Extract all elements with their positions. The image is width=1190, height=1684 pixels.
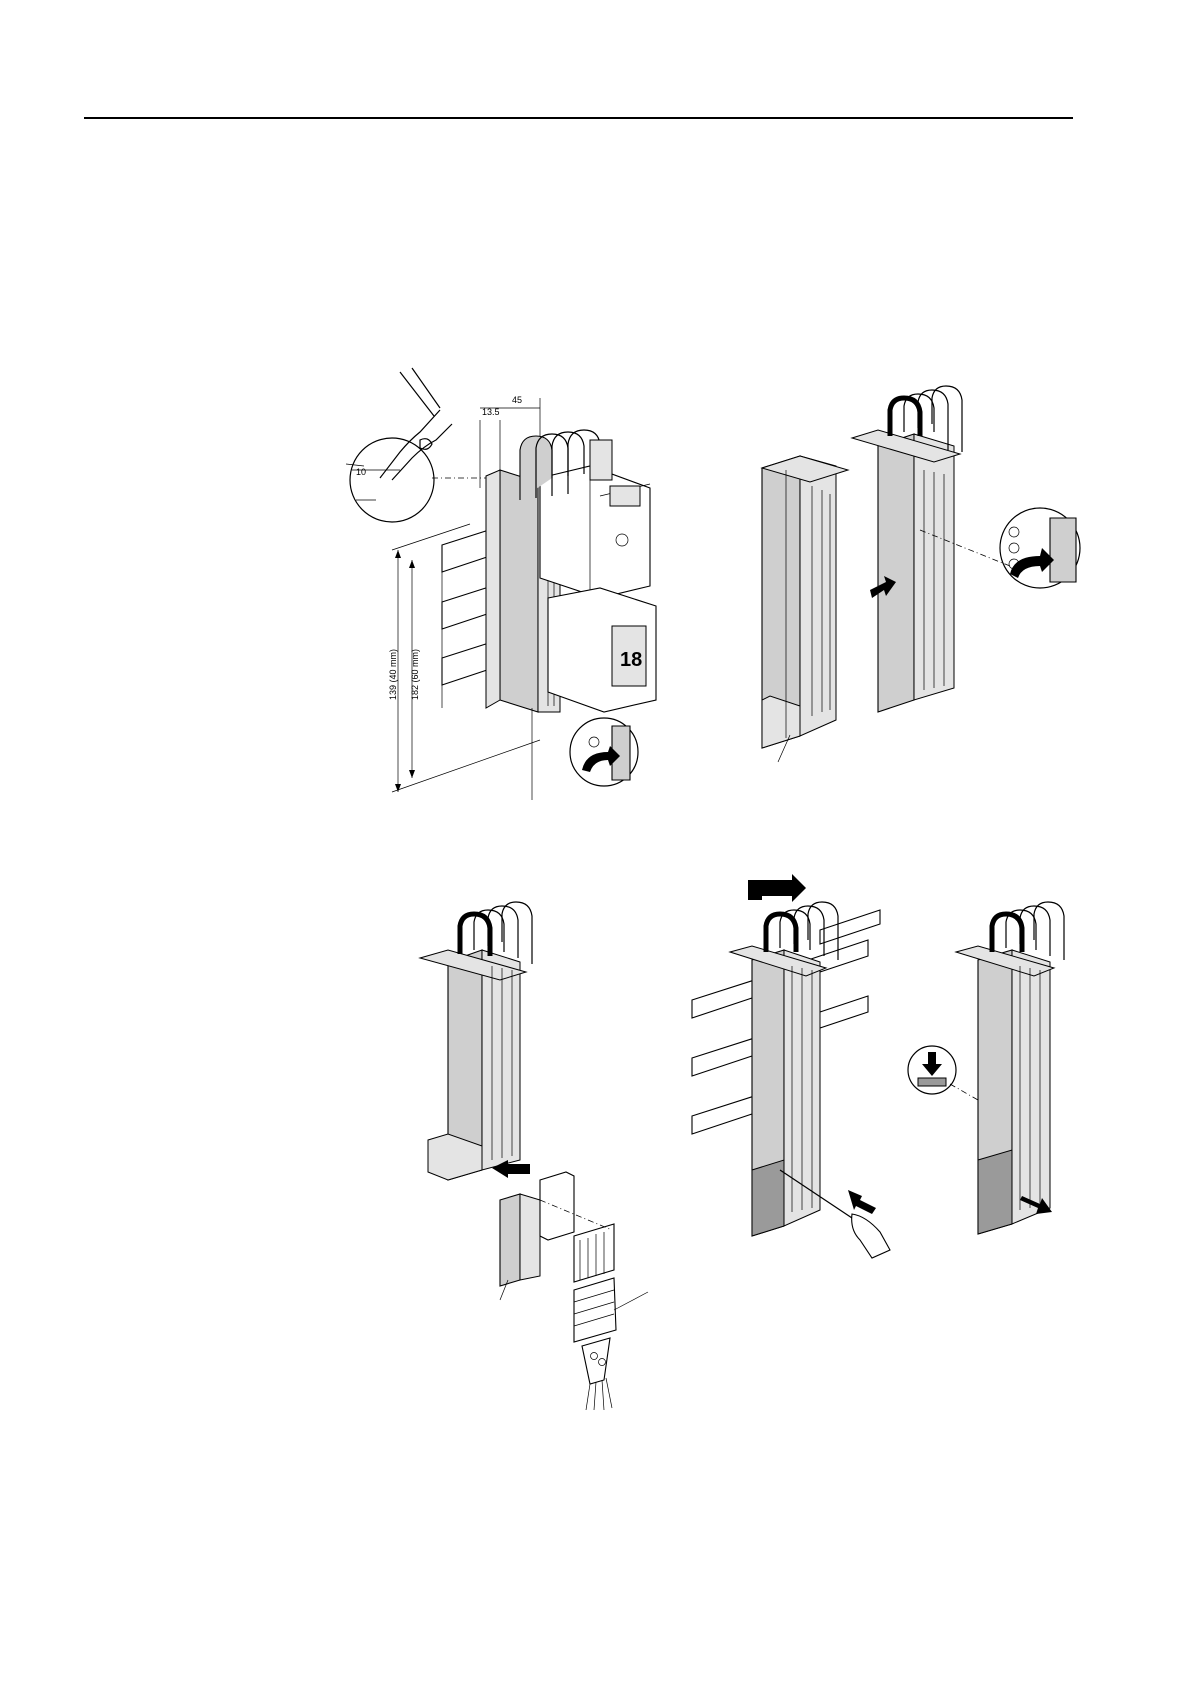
carrier-left: [762, 456, 848, 748]
arrow-lift-icon: [748, 874, 806, 902]
panel-carrier-assembly: [762, 386, 1080, 762]
auxiliary-module: [492, 1160, 574, 1286]
detail-circle-release: [908, 1046, 956, 1094]
dim-strip: 10: [356, 467, 366, 477]
detail-circle-hook: [1000, 508, 1080, 588]
panel-rail-removal: [692, 874, 1064, 1258]
detail-circle-pliers: 10: [346, 368, 452, 522]
dim-width-a: 13.5: [482, 407, 500, 417]
panel-dimensions-mounting: 10 13.5 45 139: [346, 368, 656, 800]
svg-text:18: 18: [620, 649, 642, 671]
carrier-bottom-middle: [730, 902, 838, 1236]
panel-plug-connector: [420, 902, 648, 1410]
carrier-bottom-right: [956, 902, 1064, 1234]
dim-height-b: 182 (60 mm): [410, 649, 420, 700]
detail-circle-latch: [570, 718, 638, 786]
carrier-bottom-left: [420, 902, 532, 1180]
carrier-right: [852, 386, 962, 712]
dim-width-b: 45: [512, 395, 522, 405]
dim-height-a: 139 (40 mm): [388, 649, 398, 700]
contactor-lower: 18: [548, 588, 656, 712]
contactor-upper: [540, 466, 650, 598]
